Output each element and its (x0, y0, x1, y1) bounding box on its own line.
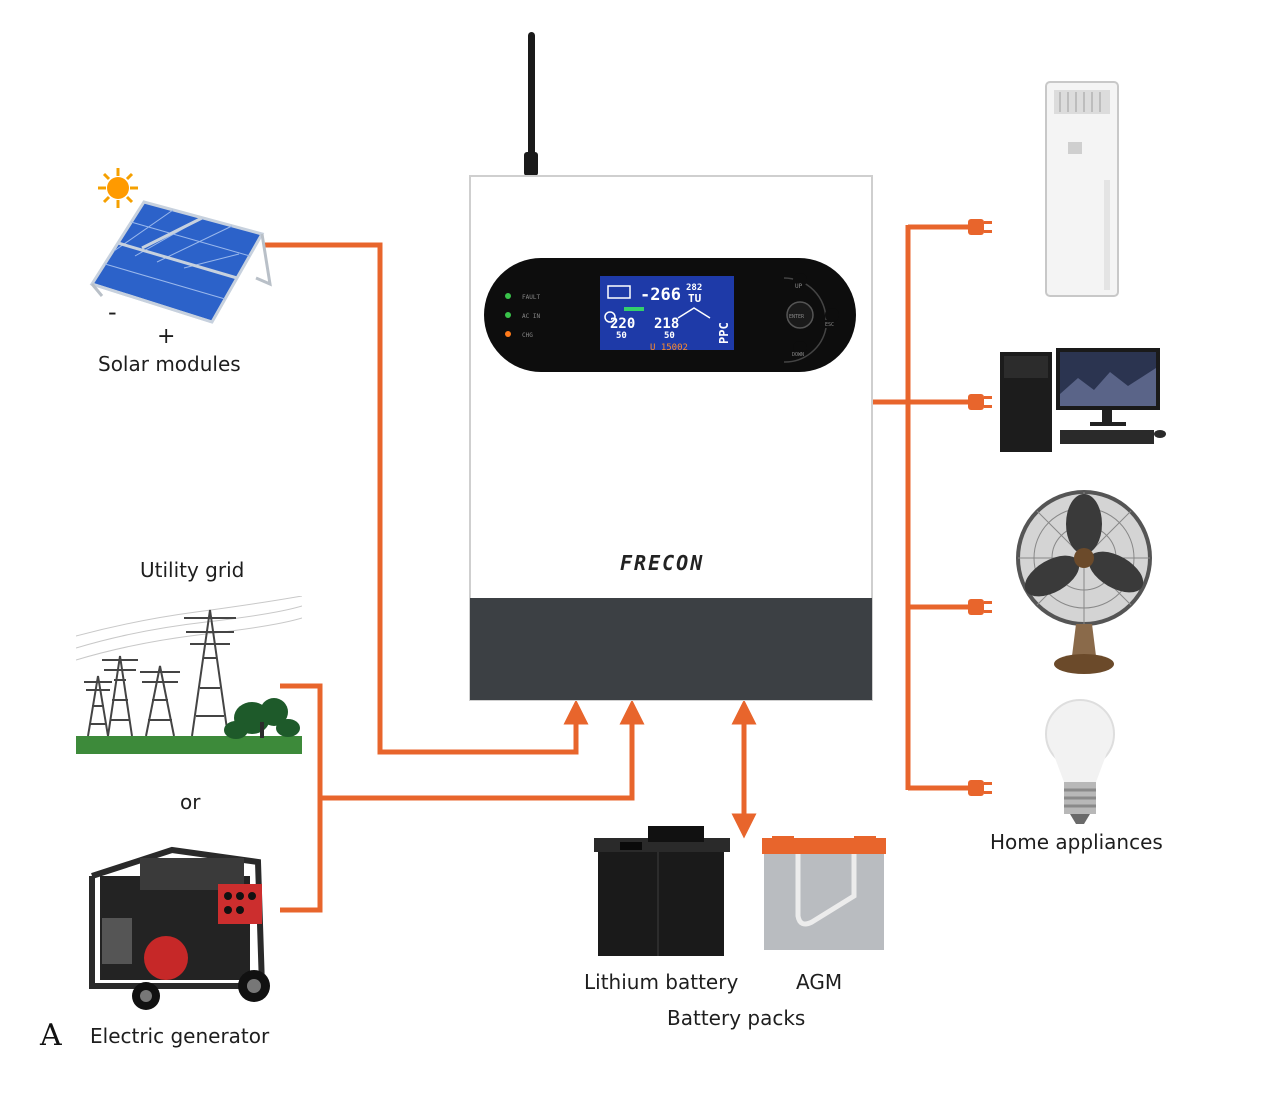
esc-button[interactable]: ESC (825, 308, 839, 328)
lcd-mid-value: 218 (654, 316, 679, 332)
enter-button-label: ENTER (789, 314, 805, 320)
lcd-top-unit: TU (688, 292, 702, 305)
up-button-label: UP (795, 283, 803, 290)
desktop-computer-icon (1000, 348, 1166, 452)
solar-minus-label: - (108, 298, 117, 326)
agm-label: AGM (796, 970, 843, 994)
solar-connection-line (265, 242, 589, 755)
lcd-right-unit: PPC (717, 322, 731, 344)
air-conditioner-icon (1045, 81, 1119, 297)
lcd-mid-sub: 50 (664, 331, 675, 341)
desk-fan-icon (1016, 490, 1152, 674)
indicator-fault-label: FAULT (522, 294, 540, 301)
solar-modules-label: Solar modules (98, 352, 241, 376)
plug-icon (968, 219, 992, 235)
generator-icon (89, 846, 270, 1010)
plug-icon (968, 599, 992, 615)
up-button[interactable]: UP (793, 273, 807, 290)
grid-trunk-line (320, 699, 645, 801)
down-button-label: DOWN (792, 352, 804, 358)
status-indicators: FAULT AC IN CHG (505, 293, 540, 339)
brand-logo: FRECON (620, 551, 704, 575)
lcd-version: U 15002 (650, 343, 688, 353)
enter-button[interactable]: ENTER (786, 301, 814, 329)
light-bulb-icon (1045, 699, 1115, 824)
lithium-battery-icon (594, 826, 730, 956)
lcd-top-small: 282 (686, 283, 702, 293)
plug-icon (968, 780, 992, 796)
lcd-left-sub: 50 (616, 331, 627, 341)
lithium-battery-label: Lithium battery (584, 970, 739, 994)
esc-button-label: ESC (825, 322, 834, 328)
battery-packs-label: Battery packs (667, 1006, 806, 1030)
solar-plus-label: + (157, 324, 176, 349)
solar-panel-icon (89, 168, 272, 324)
hybrid-inverter: FAULT AC IN CHG -266 282 TU 220 50 218 5… (469, 32, 873, 701)
home-appliances-label: Home appliances (990, 830, 1163, 854)
electric-generator-label: Electric generator (90, 1024, 270, 1048)
antenna-icon (524, 32, 538, 176)
indicator-acin-label: AC IN (522, 313, 540, 320)
power-pylon-icon (76, 596, 302, 754)
or-label: or (180, 790, 201, 814)
lcd-screen (600, 276, 734, 350)
agm-battery-icon (762, 836, 886, 950)
lcd-left-value: 220 (610, 316, 635, 332)
utility-grid-label: Utility grid (140, 558, 245, 582)
figure-letter: A (40, 1018, 62, 1053)
down-button[interactable]: DOWN (792, 341, 807, 358)
plug-icon (968, 394, 992, 410)
indicator-chg-label: CHG (522, 332, 533, 339)
sun-icon (98, 168, 138, 208)
button-ring (783, 277, 827, 363)
lcd-top-value: -266 (640, 285, 681, 305)
